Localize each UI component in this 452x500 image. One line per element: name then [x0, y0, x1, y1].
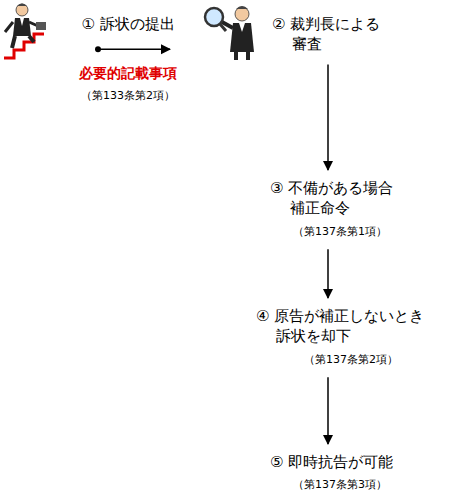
step-node: ① 訴状の提出必要的記載事項 （第133条第2項）	[62, 14, 194, 104]
step-title: ① 訴状の提出	[62, 14, 194, 34]
step-title: ④ 原告が補正しないとき 訴状を却下	[256, 306, 446, 347]
flow-arrow	[327, 377, 329, 444]
highlight-label: 必要的記載事項	[62, 64, 194, 83]
article-ref: （第137条第1項）	[270, 225, 410, 240]
article-ref: （第137条第3項）	[270, 478, 410, 493]
flow-arrow	[98, 49, 170, 51]
judge-magnifier-icon	[205, 6, 254, 60]
article-ref: （第133条第2項）	[62, 89, 194, 104]
step-title: ⑤ 即時抗告が可能	[270, 452, 410, 472]
step-node: ② 裁判長による 審査	[272, 14, 397, 55]
flow-arrow	[327, 249, 329, 298]
step-node: ④ 原告が補正しないとき 訴状を却下 （第137条第2項）	[256, 306, 446, 367]
flow-arrow	[327, 65, 329, 171]
article-ref: （第137条第2項）	[256, 353, 446, 368]
person-stairs-icon	[4, 4, 46, 59]
step-title: ③ 不備がある場合 補正命令	[270, 178, 410, 219]
step-node: ③ 不備がある場合 補正命令 （第137条第1項）	[270, 178, 410, 239]
step-title: ② 裁判長による 審査	[272, 14, 397, 55]
step-node: ⑤ 即時抗告が可能 （第137条第3項）	[270, 452, 410, 493]
